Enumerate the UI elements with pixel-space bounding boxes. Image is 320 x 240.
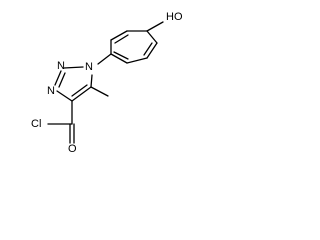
ring-bond	[146, 42, 158, 59]
chlorine-label: Cl	[31, 118, 41, 130]
ring-bond	[126, 57, 148, 64]
hydroxyl-label: HO	[166, 11, 183, 23]
ring-double-bond	[113, 51, 129, 60]
ring-double-bond	[114, 34, 129, 44]
n3-label: N	[47, 85, 55, 97]
benzene-ring	[110, 30, 158, 64]
triazole-double-bond	[71, 86, 92, 102]
triazole-double-bond	[58, 72, 66, 88]
triazole-bond	[63, 66, 84, 69]
hydroxyl-bond	[146, 21, 164, 32]
methyl-bond	[90, 86, 109, 97]
n1-label: N	[85, 61, 93, 73]
triazole-ring	[54, 66, 93, 102]
carbonyl-oxygen-label: O	[68, 143, 77, 155]
ring-double-bond	[143, 42, 153, 56]
chemical-structure: HO N N N O Cl	[31, 11, 183, 155]
triazole-double-bond	[71, 84, 88, 97]
n2-label: N	[57, 60, 65, 72]
triazole-bond	[56, 90, 73, 102]
ring-bond	[110, 53, 128, 64]
triazole-double-bond	[54, 70, 62, 86]
triazole-bond	[90, 74, 93, 88]
ring-bond	[146, 30, 158, 44]
n-aryl-bond	[97, 53, 112, 65]
ring-bond	[110, 30, 128, 41]
